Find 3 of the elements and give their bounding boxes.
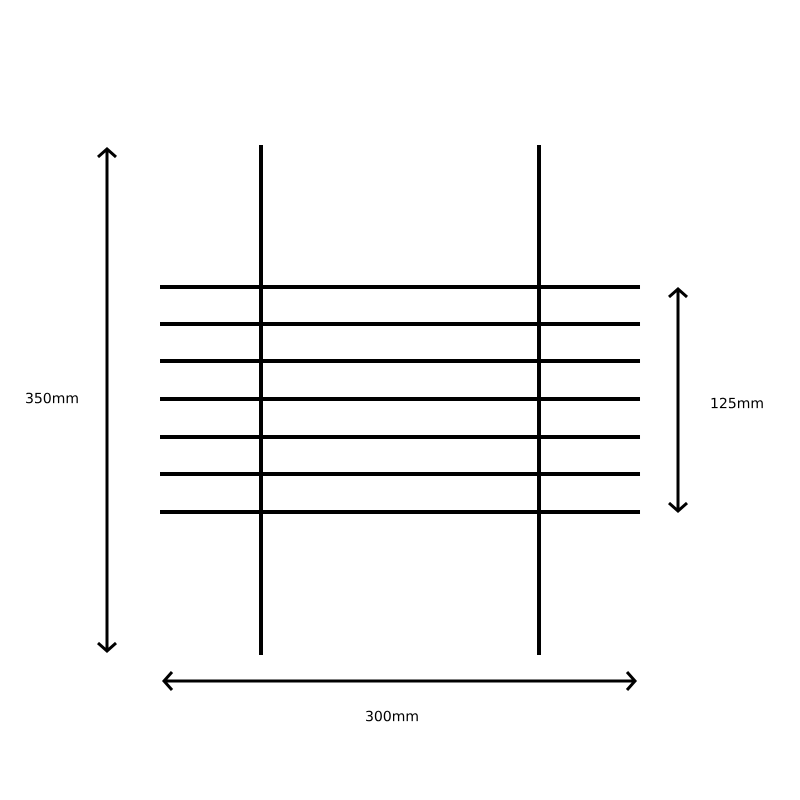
- dimension-label: 125mm: [712, 398, 763, 408]
- dimension-label: 300mm: [366, 710, 418, 722]
- dimension-label: 350mm: [26, 392, 78, 404]
